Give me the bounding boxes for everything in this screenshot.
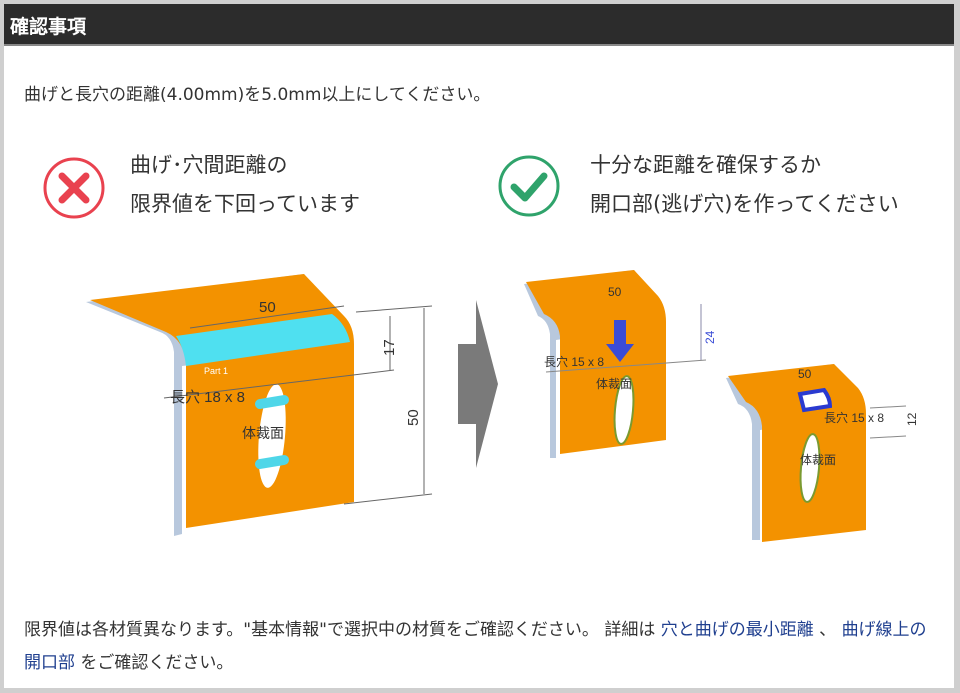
bad-title-line1: 曲げ･穴間距離の (130, 153, 288, 177)
width-dimension: 50 (259, 299, 276, 316)
fixed-bracket-diagram-relief: 50 12 長穴 15 x 8 体裁面 (726, 364, 919, 542)
footer-note: 限界値は各材質異なります。"基本情報"で選択中の材質をご確認ください。 詳細は … (24, 614, 934, 680)
height-dimension: 50 (405, 409, 422, 426)
error-message: 曲げと長穴の距離(4.00mm)を5.0mm以上にしてください。 (24, 85, 491, 105)
face-label: 体裁面 (800, 453, 836, 467)
good-title-line2: 開口部(逃げ穴)を作ってください (590, 192, 899, 216)
bad-title-line2: 限界値を下回っています (130, 192, 360, 216)
x-circle-icon (43, 157, 105, 219)
face-label: 体裁面 (596, 377, 632, 391)
arrow-right-icon (458, 300, 498, 468)
good-title-line1: 十分な距離を確保するか (590, 153, 821, 177)
footer-separator: 、 (813, 620, 842, 640)
link-hole-bend-min-distance[interactable]: 穴と曲げの最小距離 (660, 620, 814, 640)
bad-title: 曲げ･穴間距離の 限界値を下回っています (130, 146, 360, 224)
header-title: 確認事項 (10, 16, 87, 38)
bad-bracket-diagram: 50 17 50 Part 1 長穴 18 x 8 体裁面 (86, 274, 433, 536)
check-circle-icon (498, 155, 560, 217)
distance-dimension: 12 (905, 412, 919, 426)
face-label: 体裁面 (242, 425, 284, 441)
hole-label: 長穴 18 x 8 (170, 389, 245, 406)
hole-label: 長穴 15 x 8 (824, 410, 884, 425)
footer-text: 限界値は各材質異なります。"基本情報"で選択中の材質をご確認ください。 詳細は (24, 620, 661, 640)
hole-label: 長穴 15 x 8 (544, 354, 604, 369)
footer-text-end: をご確認ください。 (75, 653, 234, 673)
good-title: 十分な距離を確保するか 開口部(逃げ穴)を作ってください (590, 146, 899, 224)
header-bar: 確認事項 (4, 4, 954, 46)
link-bend-line-opening[interactable]: 曲げ線上の開口部 (24, 620, 927, 673)
part-label: Part 1 (204, 366, 228, 376)
width-dimension: 50 (608, 285, 622, 299)
fixed-bracket-diagram-distance: 50 24 長穴 15 x 8 体裁面 (524, 270, 717, 458)
confirmation-panel: 確認事項 曲げと長穴の距離(4.00mm)を5.0mm以上にしてください。 曲げ… (4, 4, 954, 688)
width-dimension: 50 (798, 367, 812, 381)
distance-dimension: 17 (381, 339, 398, 356)
distance-dimension: 24 (703, 330, 717, 344)
